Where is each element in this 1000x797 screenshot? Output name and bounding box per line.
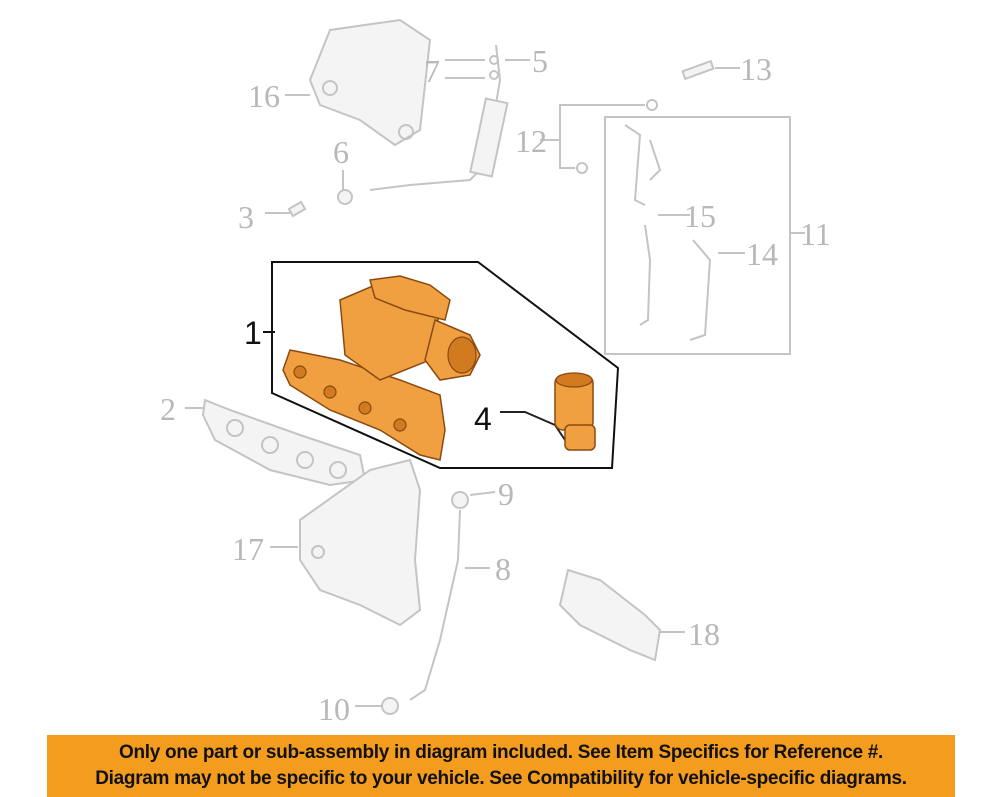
part-6-nut [337,170,353,205]
callout-7: 7 [424,53,440,89]
part-13-bolt [681,59,740,81]
disclaimer-line-1: Only one part or sub-assembly in diagram… [119,742,883,763]
callout-2: 2 [160,391,176,427]
part-3-stud [265,200,307,218]
callout-14: 14 [746,236,778,272]
callout-8: 8 [495,551,511,587]
callout-6: 6 [333,134,349,170]
callout-4: 4 [474,401,492,437]
exploded-parts-diagram: 1 2 3 4 5 6 7 8 9 10 11 12 13 14 15 16 1… [160,18,831,727]
disclaimer-line-2: Diagram may not be specific to your vehi… [95,768,907,789]
part-18-shield [558,568,685,662]
part-5-7-sensor-line [369,44,530,191]
part-12-clamps [540,99,658,174]
callout-10: 10 [318,691,350,727]
part-1-turbocharger-box [263,261,620,469]
callout-5: 5 [532,43,548,79]
part-17-heat-shield [270,458,422,627]
callout-3: 3 [238,199,254,235]
callout-9: 9 [498,476,514,512]
part-16-heat-shield-bracket [308,18,432,147]
callout-1: 1 [244,315,262,351]
part-2-gasket [185,398,367,487]
callout-18: 18 [688,616,720,652]
callout-11: 11 [800,216,831,252]
part-1-turbocharger-manifold [282,275,481,461]
callout-13: 13 [740,51,772,87]
disclaimer-banner: Only one part or sub-assembly in diagram… [47,735,955,797]
callout-15: 15 [684,198,716,234]
part-4-wastegate-actuator [500,372,596,451]
callout-17: 17 [232,531,264,567]
callout-16: 16 [248,78,280,114]
part-11-coolant-lines-box [604,116,805,355]
callout-12: 12 [515,123,547,159]
part-8-9-10-oil-line [355,491,496,715]
